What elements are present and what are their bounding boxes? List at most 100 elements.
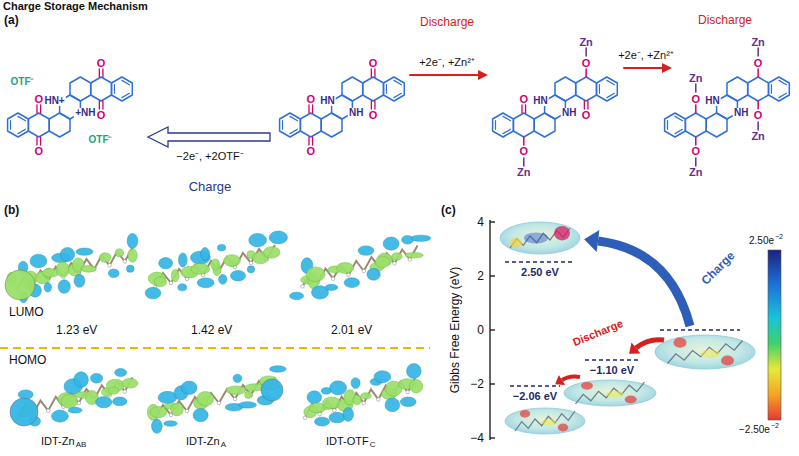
orbital-lobe bbox=[239, 402, 257, 408]
tick-label: −2 bbox=[469, 378, 485, 390]
bond-line bbox=[757, 101, 759, 109]
ring bbox=[597, 77, 618, 101]
charge-arrow bbox=[598, 241, 690, 326]
ring bbox=[769, 77, 790, 101]
atom-label: HN bbox=[532, 96, 548, 106]
atom-label: Zn bbox=[750, 37, 765, 48]
esp-surface bbox=[655, 335, 755, 369]
orbital-lobe bbox=[226, 386, 246, 394]
double-bond bbox=[10, 121, 11, 130]
double-bond bbox=[503, 116, 510, 120]
bond-line bbox=[36, 105, 37, 113]
ring bbox=[28, 113, 49, 137]
esp-patch bbox=[558, 424, 568, 432]
orbital-lobe bbox=[18, 390, 33, 399]
double-bond bbox=[122, 93, 129, 97]
esp-patch bbox=[625, 396, 637, 404]
panel-label: (b) bbox=[3, 204, 20, 216]
atom-label: HN+ bbox=[43, 96, 65, 106]
orbital-lobe bbox=[375, 256, 389, 268]
arrow-head bbox=[662, 63, 672, 73]
esp-patch bbox=[510, 238, 522, 248]
orbital-lobe bbox=[361, 393, 372, 399]
orbital-lobe bbox=[201, 248, 210, 261]
bond-line bbox=[584, 101, 585, 109]
molecule-skeleton bbox=[576, 382, 645, 404]
orbital-lobe bbox=[61, 394, 77, 408]
atom-dot bbox=[406, 390, 410, 394]
atom-dot bbox=[123, 260, 127, 264]
atom-label: HN bbox=[319, 96, 335, 106]
label: 2.50e bbox=[748, 236, 775, 246]
orbital-lobe bbox=[126, 265, 134, 272]
atom-label: O bbox=[96, 58, 107, 69]
orbital-lobe bbox=[30, 254, 47, 267]
double-bond bbox=[503, 129, 510, 133]
esp-patch bbox=[520, 410, 530, 418]
orbital-lobe bbox=[113, 397, 127, 406]
panel-label: (a) bbox=[3, 14, 20, 26]
atom-dot bbox=[377, 398, 381, 402]
ion-label: OTF⁻ bbox=[88, 135, 113, 145]
discharge-arrow bbox=[636, 340, 664, 348]
orbital-lobe bbox=[343, 407, 353, 421]
discharge-arrow bbox=[624, 67, 664, 69]
tick-label: 2 bbox=[476, 270, 485, 282]
ring bbox=[70, 77, 91, 101]
molecule-structure bbox=[280, 69, 405, 145]
bond-line bbox=[523, 158, 525, 166]
molecule-skeleton bbox=[305, 378, 415, 418]
orbital-lobe bbox=[58, 280, 70, 293]
atom-dot bbox=[333, 409, 337, 413]
atom-label: HN bbox=[704, 96, 720, 106]
label: −2.50e bbox=[738, 425, 771, 435]
orbital-lobe bbox=[330, 381, 347, 395]
orbital-lobe bbox=[90, 373, 102, 383]
orbital-lobe bbox=[337, 262, 354, 273]
esp-patch bbox=[541, 419, 557, 426]
molecule-structure bbox=[493, 48, 618, 166]
molecule-skeleton bbox=[155, 377, 275, 419]
atom-label: O bbox=[368, 110, 379, 121]
orbital-lobe bbox=[400, 397, 416, 407]
orbital-lobe bbox=[219, 274, 227, 284]
arrow-head bbox=[584, 230, 599, 252]
atom-dot bbox=[331, 277, 335, 281]
orbital-lobe bbox=[374, 371, 391, 383]
ring bbox=[493, 113, 514, 137]
orbital-lobe bbox=[115, 368, 127, 376]
bond-line bbox=[102, 69, 103, 77]
surface bbox=[655, 335, 755, 369]
double-bond bbox=[114, 85, 115, 94]
orbital-lobe bbox=[127, 233, 138, 248]
reaction-label: +2e⁻, +Zn²⁺ bbox=[418, 57, 476, 68]
ring bbox=[513, 113, 534, 137]
bond-line bbox=[525, 105, 526, 113]
orbital-lobe bbox=[171, 269, 179, 282]
orbital-lobe bbox=[74, 372, 89, 388]
esp-patch bbox=[581, 382, 593, 390]
orbital-lobe bbox=[152, 419, 163, 433]
atom-label: O bbox=[306, 94, 317, 105]
double-bond bbox=[282, 121, 283, 130]
ring bbox=[685, 113, 706, 137]
discharge-arrow bbox=[410, 74, 480, 76]
ring bbox=[665, 113, 686, 137]
esp-patch bbox=[674, 338, 687, 348]
orbital-lobe bbox=[211, 259, 220, 270]
orbital-lobe bbox=[154, 277, 166, 287]
orbital-lobe bbox=[191, 263, 210, 274]
esp-surface bbox=[500, 222, 580, 254]
bond-line bbox=[36, 137, 37, 145]
molecule-skeleton bbox=[155, 245, 275, 287]
atom-dot bbox=[362, 269, 366, 273]
double-bond bbox=[675, 116, 682, 120]
bond-line bbox=[523, 137, 525, 145]
double-bond bbox=[290, 129, 297, 133]
ion-label: OTF⁻ bbox=[10, 77, 35, 87]
bond-line bbox=[587, 101, 588, 109]
esp-surface bbox=[505, 408, 585, 434]
script-text: A bbox=[220, 441, 227, 449]
orbital-lobe bbox=[263, 247, 280, 259]
orbital-lobe bbox=[383, 237, 399, 250]
